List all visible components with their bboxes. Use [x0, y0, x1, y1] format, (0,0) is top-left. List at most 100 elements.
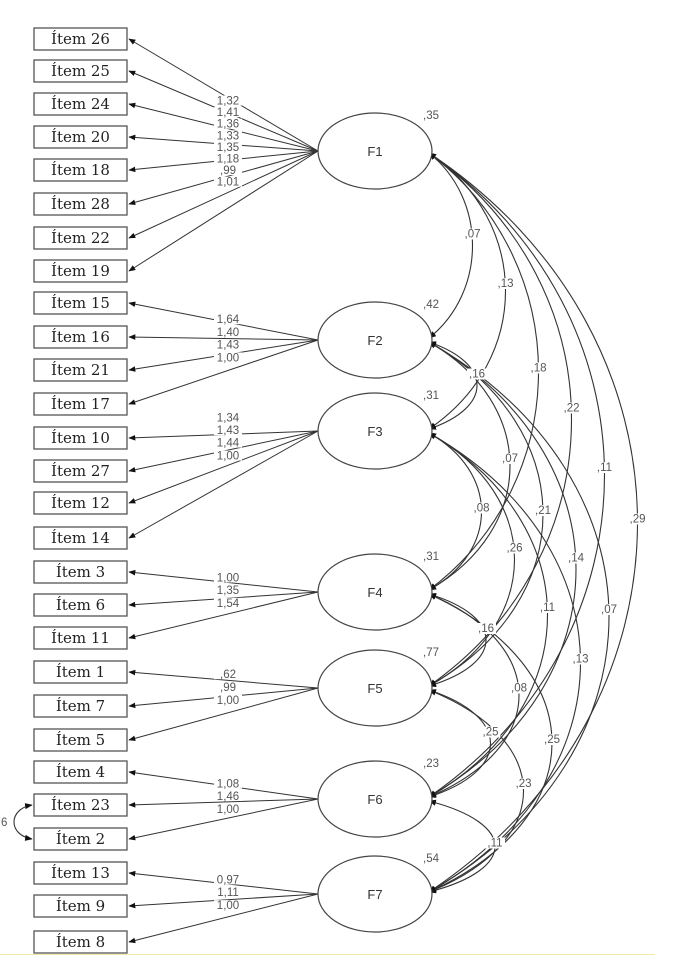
factor-variance: ,54: [423, 853, 440, 865]
loading-path: [128, 798, 319, 841]
indicator-label: Ítem 25: [51, 62, 110, 80]
factor-variance: ,35: [423, 110, 439, 122]
loading-value: 1,32: [217, 96, 239, 108]
indicator-item: Ítem 8: [33, 930, 128, 954]
covariance-label-bg: [627, 513, 648, 525]
covariance-value: ,11: [597, 462, 612, 474]
loading-path: [128, 334, 319, 341]
covariance-label-bg: [537, 602, 558, 613]
covariance-arc: [428, 593, 487, 687]
indicator-item: Ítem 18: [33, 158, 128, 182]
indicator-label: Ítem 6: [56, 596, 105, 614]
loading-value: 1,40: [217, 327, 239, 339]
bottom-divider: [0, 954, 655, 955]
loading-value: 1,64: [217, 314, 240, 326]
loading-label-bg: [214, 778, 242, 789]
covariance-label-bg: [462, 228, 483, 240]
loading-path: [128, 591, 319, 640]
loading-value: ,62: [220, 669, 236, 681]
indicator-box: [33, 27, 128, 51]
indicator-item: Ítem 25: [33, 59, 128, 83]
indicator-item: Ítem 11: [33, 626, 128, 650]
indicator-item: Ítem 6: [33, 593, 128, 617]
loading-path: [128, 150, 319, 239]
covariance-label-bg: [561, 402, 582, 414]
indicator-item: Ítem 16: [33, 325, 128, 349]
loading-value: 1,01: [217, 177, 239, 189]
loading-label-bg: [214, 694, 242, 705]
indicator-box: [33, 325, 128, 349]
indicator-label: Ítem 9: [56, 897, 105, 915]
factor-variance: ,23: [423, 758, 439, 770]
indicator-box: [33, 593, 128, 617]
covariance-value: ,16: [478, 623, 494, 635]
indicator-item: Ítem 19: [33, 259, 128, 283]
covariance-arc: [428, 341, 511, 591]
indicator-item: Ítem 7: [33, 694, 128, 718]
loading-label-bg: [214, 597, 242, 608]
factor-f2: F2,42: [317, 299, 439, 379]
loading-label-bg: [214, 450, 242, 461]
indicator-box: [33, 192, 128, 216]
indicator-label: Ítem 3: [56, 563, 105, 581]
indicator-item: Ítem 26: [33, 27, 128, 51]
indicator-box: [33, 660, 128, 684]
indicator-label: Ítem 8: [56, 933, 105, 951]
indicator-label: Ítem 7: [56, 697, 105, 715]
loading-path: [128, 430, 319, 539]
indicator-box: [33, 930, 128, 954]
loading-value: 1,43: [217, 340, 239, 352]
covariance-arc: [428, 152, 573, 687]
covariance-label-bg: [542, 734, 562, 745]
indicator-box: [33, 291, 128, 315]
loading-label-bg: [214, 669, 242, 680]
indicator-box: [33, 158, 128, 182]
indicator-item: Ítem 23: [33, 793, 128, 817]
covariance-value: ,22: [564, 403, 580, 415]
indicator-label: Ítem 20: [51, 128, 110, 146]
indicator-box: [33, 226, 128, 250]
factor-label: F1: [367, 144, 382, 159]
indicator-item: Ítem 17: [33, 392, 128, 416]
indicator-label: Ítem 28: [51, 195, 110, 213]
loading-label-bg: [214, 165, 242, 176]
loading-label-bg: [214, 572, 242, 583]
factor-ellipse: [317, 112, 433, 190]
loading-value: 1,00: [217, 695, 239, 707]
indicator-box: [33, 125, 128, 149]
indicator-label: Ítem 1: [56, 663, 105, 681]
indicator-item: Ítem 2: [33, 827, 128, 851]
covariance-label-bg: [570, 653, 591, 665]
loading-label-bg: [214, 682, 242, 692]
indicator-box: [33, 392, 128, 416]
loading-label-bg: [214, 314, 242, 325]
indicator-box: [33, 560, 128, 584]
covariance-label-bg: [528, 362, 549, 374]
indicator-item: Ítem 4: [33, 760, 128, 784]
loading-path: [128, 669, 319, 689]
factor-variance: ,31: [423, 551, 439, 563]
loading-path: [128, 798, 319, 808]
loading-label-bg: [214, 585, 242, 596]
factor-label: F6: [367, 792, 382, 807]
indicator-box: [33, 426, 128, 450]
covariance-label-bg: [467, 368, 487, 380]
loading-value: 1,00: [217, 573, 239, 585]
indicator-label: Ítem 11: [51, 629, 110, 647]
loading-value: 1,34: [217, 412, 240, 424]
factor-label: F7: [367, 887, 382, 902]
indicator-item: Ítem 1: [33, 660, 128, 684]
indicator-label: Ítem 15: [51, 294, 110, 312]
loading-label-bg: [214, 130, 242, 141]
indicator-box: [33, 760, 128, 784]
indicator-item: Ítem 3: [33, 560, 128, 584]
indicator-box: [33, 259, 128, 283]
loading-label-bg: [214, 874, 242, 885]
indicator-box: [33, 92, 128, 116]
indicator-item: Ítem 27: [33, 459, 128, 483]
covariance-label-bg: [566, 552, 586, 564]
factor-f5: F5,77: [317, 647, 439, 727]
indicator-item: Ítem 28: [33, 192, 128, 216]
